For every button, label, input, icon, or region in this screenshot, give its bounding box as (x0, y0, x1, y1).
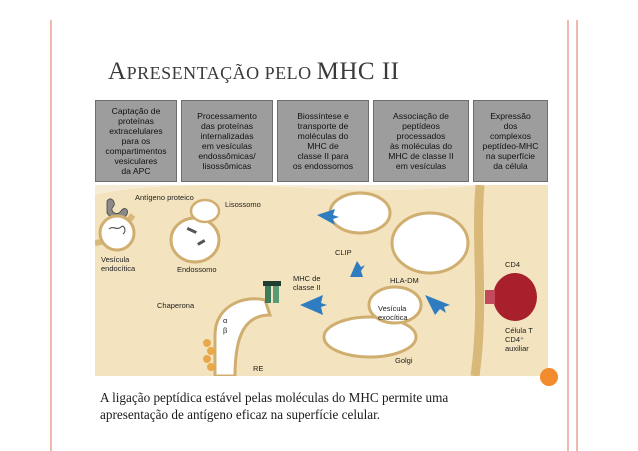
label-vesicle-2: endocítica (101, 264, 136, 273)
label-tcell-3: auxiliar (505, 344, 529, 353)
label-exo: Vesícula (378, 304, 407, 313)
mhc-class-ii-molecule (263, 281, 281, 303)
label-clip: CLIP (335, 248, 352, 257)
accent-dot (540, 368, 558, 386)
label-tcell-2: CD4⁺ (505, 335, 524, 344)
caption-line-2: apresentação de antígeno eficaz na super… (100, 407, 381, 422)
fusion-vesicle (328, 191, 392, 235)
cell-scene: Antígeno proteico Vesícula endocítica En… (95, 185, 548, 376)
label-mhc: MHC de (293, 274, 321, 283)
exocytic-vesicle (367, 285, 423, 325)
label-endosome: Endossomo (177, 265, 217, 274)
label-mhc-2: classe II (293, 283, 321, 292)
slide-title: Apresentação pelo MHC II (108, 58, 400, 85)
plasma-membrane (470, 185, 485, 376)
endosome (169, 216, 221, 264)
slide-caption: A ligação peptídica estável pelas molécu… (100, 389, 540, 423)
label-exo-2: exocítica (378, 313, 408, 322)
right-border-line-2 (576, 20, 578, 451)
label-chaperone: Chaperona (157, 301, 195, 310)
label-vesicle: Vesícula (101, 255, 130, 264)
label-antigen: Antígeno proteico (135, 193, 194, 202)
left-border-line (50, 20, 52, 451)
caption-line-1: A ligação peptídica estável pelas molécu… (100, 390, 449, 405)
label-re: RE (253, 364, 263, 373)
cd4-receptor (485, 290, 495, 304)
right-border-line-1 (567, 20, 569, 451)
peptide-fragment (186, 226, 197, 234)
label-hla: HLA-DM (390, 276, 419, 285)
ribosome-chain (203, 339, 215, 371)
endocytic-vesicle (98, 214, 136, 252)
label-golgi: Golgi (395, 356, 413, 365)
transport-arrows (300, 209, 450, 315)
lysosome (189, 198, 221, 224)
mhc-loading-vesicle (390, 211, 470, 275)
label-cd4: CD4 (505, 260, 520, 269)
golgi (322, 315, 418, 359)
peptide-fragment (197, 239, 206, 246)
t-cell (493, 273, 537, 321)
label-alpha: α (223, 316, 228, 325)
label-beta: β (223, 326, 228, 335)
endoplasmic-reticulum (213, 297, 273, 376)
label-tcell: Célula T (505, 326, 533, 335)
label-lysosome: Lisossomo (225, 200, 261, 209)
vesicle-antigen (108, 225, 126, 235)
